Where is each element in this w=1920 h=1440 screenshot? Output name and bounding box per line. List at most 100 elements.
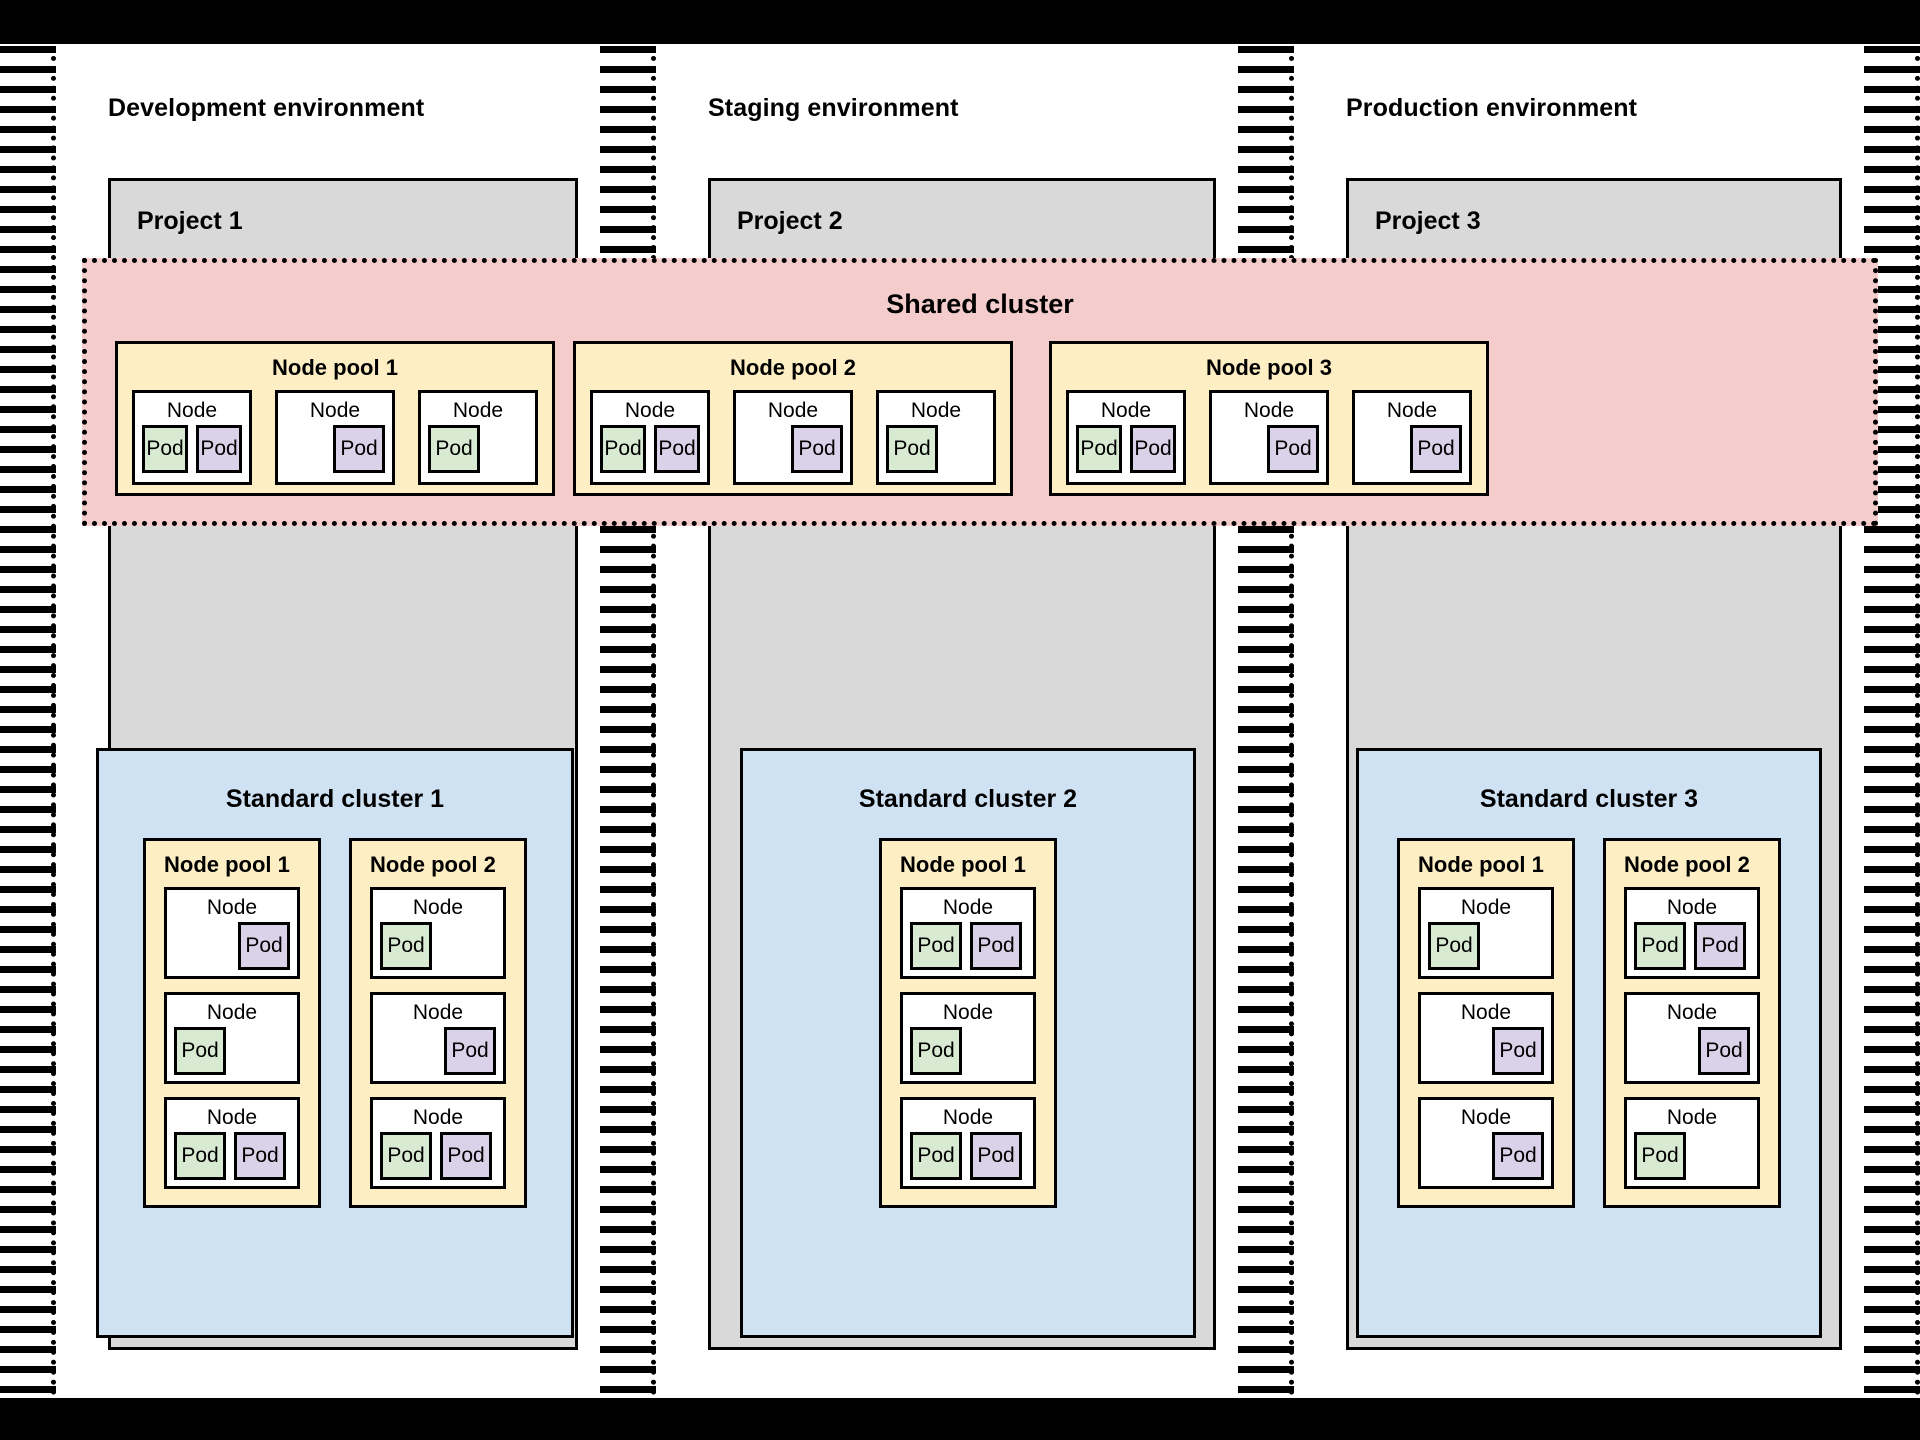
node-pool-title: Node pool 2: [370, 852, 496, 877]
pod-row: Pod: [278, 425, 392, 480]
pod-purple: Pod: [1410, 425, 1462, 473]
pod-green: Pod: [174, 1027, 226, 1075]
node-label: Node: [1460, 1106, 1512, 1129]
node-label: Node: [1666, 896, 1718, 919]
pod-row: Pod: [1212, 425, 1326, 480]
node-label: Node: [452, 399, 504, 422]
pod-row: Pod: [736, 425, 850, 480]
node-label: Node: [1666, 1001, 1718, 1024]
node-label: Node: [767, 399, 819, 422]
node-label: Node: [910, 399, 962, 422]
project-title: Project 3: [1375, 207, 1481, 235]
standard-cluster-title: Standard cluster 1: [225, 785, 445, 813]
standard-cluster-title: Standard cluster 3: [1479, 785, 1699, 813]
pod-row: Pod: [373, 922, 503, 977]
pod-green: Pod: [910, 1132, 962, 1180]
pod-purple: Pod: [440, 1132, 492, 1180]
pod-row: Pod: [167, 922, 297, 977]
node-label: Node: [1460, 896, 1512, 919]
node-label: Node: [309, 399, 361, 422]
top-bleed-bar: [0, 0, 1920, 44]
node-label: Node: [412, 1001, 464, 1024]
environment-boundary-dev-staging: [600, 46, 656, 1396]
environment-title: Production environment: [1346, 94, 1638, 122]
pod-green: Pod: [886, 425, 938, 473]
environment-title: Development environment: [108, 94, 425, 122]
node-label: Node: [1243, 399, 1295, 422]
node-label: Node: [1666, 1106, 1718, 1129]
node-pool-title: Node pool 1: [164, 852, 290, 877]
pod-green: Pod: [1634, 922, 1686, 970]
pod-green: Pod: [380, 1132, 432, 1180]
pod-purple: Pod: [970, 922, 1022, 970]
pod-row: Pod: [1627, 1132, 1757, 1187]
pod-purple: Pod: [791, 425, 843, 473]
environment-boundary-staging-prod: [1238, 46, 1294, 1396]
node-label: Node: [166, 399, 218, 422]
node-label: Node: [206, 1106, 258, 1129]
node-label: Node: [942, 1106, 994, 1129]
node-label: Node: [942, 1001, 994, 1024]
node-pool-title: Node pool 1: [1418, 852, 1544, 877]
pod-purple: Pod: [1698, 1027, 1750, 1075]
pod-purple: Pod: [196, 425, 242, 473]
node-pool-title: Node pool 1: [900, 852, 1026, 877]
pod-green: Pod: [1634, 1132, 1686, 1180]
pod-green: Pod: [600, 425, 646, 473]
node-label: Node: [1386, 399, 1438, 422]
node-pool-title: Node pool 2: [730, 355, 856, 380]
pod-row: Pod: [1355, 425, 1469, 480]
pod-row: Pod: [167, 1027, 297, 1082]
pod-purple: Pod: [333, 425, 385, 473]
node-label: Node: [206, 1001, 258, 1024]
pod-purple: Pod: [1492, 1027, 1544, 1075]
pod-green: Pod: [428, 425, 480, 473]
pod-row: Pod: [879, 425, 993, 480]
node-label: Node: [206, 896, 258, 919]
pod-purple: Pod: [1130, 425, 1176, 473]
pod-purple: Pod: [1267, 425, 1319, 473]
pod-row: Pod: [1421, 922, 1551, 977]
pod-purple: Pod: [970, 1132, 1022, 1180]
environment-title: Staging environment: [708, 94, 959, 122]
pod-purple: Pod: [444, 1027, 496, 1075]
node-label: Node: [1460, 1001, 1512, 1024]
node-pool-title: Node pool 1: [272, 355, 398, 380]
node-label: Node: [412, 1106, 464, 1129]
pod-row: Pod: [1421, 1027, 1551, 1082]
node-pool-title: Node pool 3: [1206, 355, 1332, 380]
